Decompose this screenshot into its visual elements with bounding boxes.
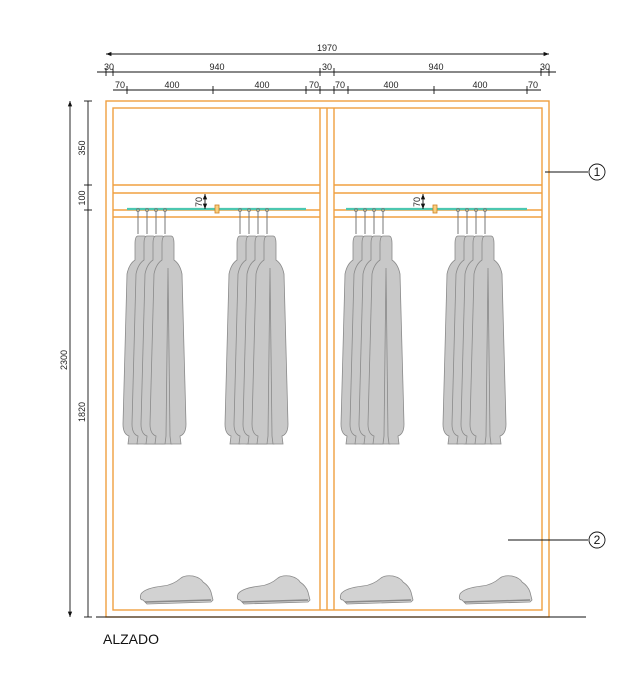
- callout-2-label: 2: [594, 533, 601, 547]
- dim-vertical-2: 1820: [77, 402, 87, 422]
- dim-top-1: 940: [209, 62, 224, 72]
- shoes: [139, 575, 533, 605]
- hanging-rail-left: [127, 204, 306, 214]
- shoe-icon: [139, 575, 214, 605]
- dim-second-5: 400: [383, 80, 398, 90]
- dim-top-4: 30: [540, 62, 550, 72]
- shoe-icon: [458, 575, 533, 605]
- garment-group-4: [442, 208, 507, 445]
- dimension-rail-drop-right: 70: [412, 194, 426, 209]
- dim-top-2: 30: [322, 62, 332, 72]
- shoe-icon: [339, 575, 414, 605]
- rail-bracket-icon: [432, 204, 438, 214]
- dimension-row-second: 70 400 400 70 70 400 400 70: [113, 80, 541, 94]
- garment-group-3: [340, 208, 405, 445]
- dim-vertical-total-label: 2300: [59, 350, 69, 370]
- dim-rail-drop-left-label: 70: [194, 197, 204, 207]
- dimension-row-top: 30 940 30 940 30: [97, 62, 556, 76]
- dimension-vertical-total: 2300: [59, 101, 73, 617]
- dim-second-2: 400: [254, 80, 269, 90]
- dim-second-3: 70: [309, 80, 319, 90]
- dim-vertical-1: 100: [77, 190, 87, 205]
- dim-second-7: 70: [528, 80, 538, 90]
- dim-vertical-0: 350: [77, 140, 87, 155]
- callout-1: 1: [545, 163, 606, 181]
- dimension-rail-drop-left: 70: [194, 194, 208, 209]
- garment-group-2: [224, 208, 289, 445]
- hanging-rail-right: [346, 204, 527, 214]
- dim-rail-drop-right-label: 70: [412, 197, 422, 207]
- garment-group-1: [122, 208, 187, 445]
- callout-2: 2: [508, 531, 606, 549]
- dim-overall-width-label: 1970: [317, 43, 337, 53]
- dim-second-0: 70: [115, 80, 125, 90]
- dim-top-3: 940: [428, 62, 443, 72]
- dim-second-6: 400: [472, 80, 487, 90]
- dim-top-0: 30: [104, 62, 114, 72]
- callout-1-label: 1: [594, 165, 601, 179]
- rail-bracket-icon: [214, 204, 220, 214]
- dimension-vertical-parts: 350 100 1820: [77, 100, 92, 618]
- dim-second-1: 400: [164, 80, 179, 90]
- drawing-title: ALZADO: [103, 631, 160, 647]
- dim-second-4: 70: [335, 80, 345, 90]
- shoe-icon: [236, 575, 311, 605]
- dimension-overall-width: 1970: [106, 43, 549, 57]
